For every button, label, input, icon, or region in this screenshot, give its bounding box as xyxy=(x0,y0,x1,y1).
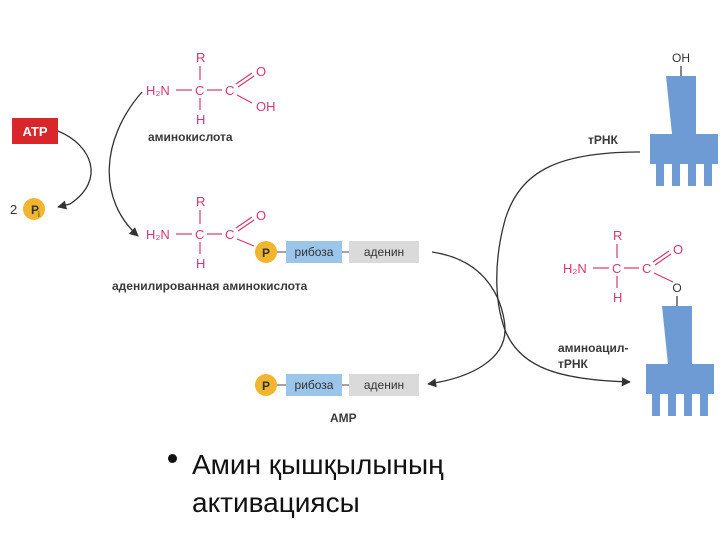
pi-label: P xyxy=(31,203,39,217)
alpha-hydrogen: H xyxy=(196,112,205,127)
atp-to-pi-arrow xyxy=(57,130,92,210)
bullet-line-1: Амин қышқылының xyxy=(192,449,444,480)
ribose-label: рибоза xyxy=(295,378,334,392)
adenylate-to-amp-arrow xyxy=(427,251,506,388)
trna-shape xyxy=(646,306,714,416)
amino-group: H₂N xyxy=(146,227,170,242)
phosphate-circle xyxy=(23,198,45,220)
carbonyl-oxygen: O xyxy=(673,242,683,257)
adenine-box xyxy=(349,374,419,396)
amino-acid-to-adenylate-arrow xyxy=(108,91,143,237)
aminoacyl-label-line1: аминоацил- xyxy=(558,341,629,355)
adenine-label: аденин xyxy=(364,245,404,259)
adenylated-label: аденилированная аминокислота xyxy=(112,279,308,293)
pi-subscript: i xyxy=(38,210,40,219)
aminoacyl-label-line2: тРНК xyxy=(558,357,589,371)
adenine-label: аденин xyxy=(364,378,404,392)
atp-box: ATP xyxy=(12,118,58,144)
adenylated-amino-acid: R H₂N C C O H P рибоза аденин аденилиров… xyxy=(112,194,419,293)
amino-group: H₂N xyxy=(563,261,587,276)
amino-group: H₂N xyxy=(146,83,170,98)
phosphate-circle xyxy=(255,374,277,396)
alpha-carbon: C xyxy=(195,227,204,242)
alpha-hydrogen: H xyxy=(196,256,205,271)
aminoacyl-trna: R H₂N C C O H O аминоацил- тРНК xyxy=(558,228,714,416)
alpha-carbon: C xyxy=(612,261,621,276)
alpha-carbon: C xyxy=(195,83,204,98)
amino-acid-activation-diagram: ATP 2 P i R H₂N C C O OH H аминокислота … xyxy=(10,50,718,425)
amino-acid-label: аминокислота xyxy=(148,130,233,144)
trna-oh-label: OH xyxy=(672,51,690,65)
r-group: R xyxy=(613,228,622,243)
trna-to-aminoacyl-arrow xyxy=(496,151,641,387)
ribose-box xyxy=(286,241,342,263)
carboxyl-carbon: C xyxy=(225,227,234,242)
carbonyl-oxygen: O xyxy=(256,64,266,79)
amino-acid-structure: R H₂N C C O OH H аминокислота xyxy=(146,50,276,144)
ribose-label: рибоза xyxy=(295,245,334,259)
phosphate-label: P xyxy=(262,379,270,393)
carboxyl-carbon: C xyxy=(225,83,234,98)
adenine-box xyxy=(349,241,419,263)
carbonyl-oxygen: O xyxy=(256,208,266,223)
ribose-box xyxy=(286,374,342,396)
amp-label: AMP xyxy=(330,411,357,425)
phosphate-label: P xyxy=(262,246,270,260)
carboxyl-carbon: C xyxy=(642,261,651,276)
bullet-dot xyxy=(168,454,177,463)
bullet-line-2: активациясы xyxy=(192,487,360,518)
amp: P рибоза аденин AMP xyxy=(255,374,419,425)
r-group: R xyxy=(196,50,205,65)
trna-shape xyxy=(650,76,718,186)
pi-coefficient: 2 xyxy=(10,202,17,217)
pyrophosphate: 2 P i xyxy=(10,198,45,220)
trna: OH тРНК xyxy=(588,51,718,186)
r-group: R xyxy=(196,194,205,209)
ester-oxygen: O xyxy=(672,281,681,295)
trna-label: тРНК xyxy=(588,133,619,147)
phosphate-circle xyxy=(255,241,277,263)
alpha-hydrogen: H xyxy=(613,290,622,305)
hydroxyl-group: OH xyxy=(256,99,276,114)
atp-label: ATP xyxy=(22,124,47,139)
